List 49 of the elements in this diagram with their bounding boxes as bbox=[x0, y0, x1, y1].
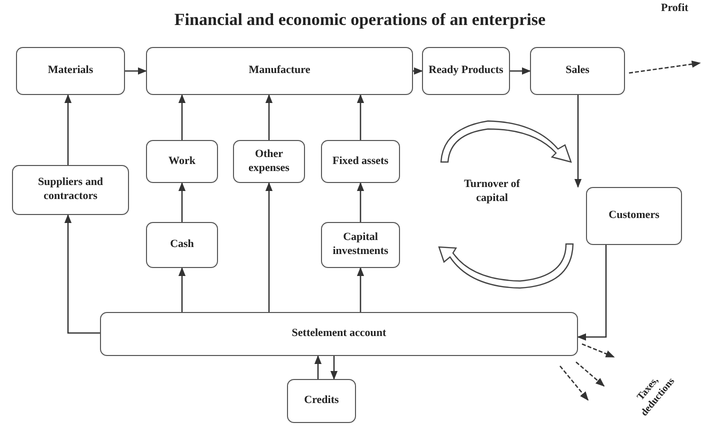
process-box bbox=[16, 47, 125, 95]
box-label: Customers bbox=[608, 209, 660, 223]
arrow bbox=[64, 94, 72, 165]
arrow bbox=[265, 94, 273, 140]
arrow bbox=[413, 67, 423, 75]
arrow bbox=[330, 356, 338, 380]
arrow bbox=[574, 95, 582, 188]
diagram-title: Financial and economic operations of an enterprise bbox=[173, 9, 547, 31]
arrow bbox=[125, 67, 147, 75]
process-box bbox=[321, 140, 400, 183]
process-box bbox=[100, 312, 578, 356]
process-box bbox=[586, 187, 682, 245]
box-label: Capital investments bbox=[332, 231, 390, 259]
box-label: Materials bbox=[48, 64, 94, 78]
arrow bbox=[178, 267, 186, 312]
arrow bbox=[577, 245, 607, 341]
arrow bbox=[356, 182, 364, 222]
process-box bbox=[12, 165, 129, 215]
cycle-label: Turnover of capital bbox=[463, 177, 521, 206]
box-label: Other expenses bbox=[248, 148, 290, 176]
arrow bbox=[265, 182, 273, 312]
dashed-arrow bbox=[560, 366, 589, 401]
box-label: Suppliers and contractors bbox=[36, 176, 104, 204]
arrow bbox=[314, 355, 322, 379]
box-label: Ready Products bbox=[428, 64, 504, 78]
box-label: Fixed assets bbox=[332, 154, 388, 168]
process-box bbox=[146, 140, 218, 183]
box-label: Cash bbox=[170, 238, 194, 252]
arrow bbox=[510, 67, 531, 75]
arrow bbox=[64, 214, 100, 334]
process-box bbox=[422, 47, 510, 95]
arrow bbox=[356, 94, 364, 140]
arrow bbox=[356, 267, 364, 312]
dashed-arrow bbox=[628, 60, 701, 74]
process-box bbox=[233, 140, 305, 183]
process-box bbox=[321, 222, 400, 268]
box-label: Work bbox=[168, 154, 196, 168]
box-label: Manufacture bbox=[248, 64, 310, 78]
process-box bbox=[146, 222, 218, 268]
box-label: Credits bbox=[304, 394, 339, 408]
process-box bbox=[146, 47, 413, 95]
box-label: Settelement account bbox=[292, 327, 386, 341]
process-box bbox=[530, 47, 625, 95]
dashed-arrow bbox=[582, 343, 615, 358]
arrow bbox=[178, 94, 186, 140]
box-label: Sales bbox=[566, 64, 590, 78]
process-box bbox=[287, 379, 356, 423]
arrow bbox=[178, 182, 186, 222]
dashed-arrow bbox=[576, 362, 605, 387]
